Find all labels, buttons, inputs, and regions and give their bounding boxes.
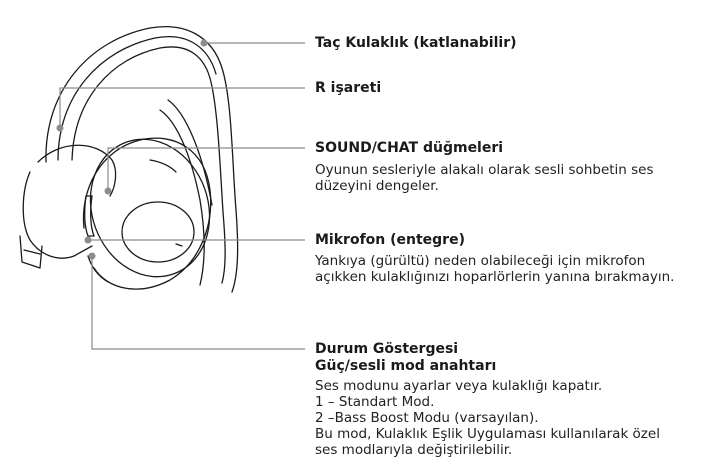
sound-chat-desc-line-1: Oyunun sesleriyle alakalı olarak sesli s… [315, 162, 654, 178]
dot-sound-chat [104, 187, 112, 195]
status-label: Durum Göstergesi [315, 341, 459, 357]
power-mode-switch-label: Güç/sesli mod anahtarı [315, 358, 497, 374]
right-earcup-cushion [89, 138, 211, 278]
dot-r-mark [56, 124, 64, 132]
mic-label: Mikrofon (entegre) [315, 232, 465, 248]
mic-desc-line-2: açıkken kulaklığınızı hoparlörlerin yanı… [315, 269, 675, 285]
status-desc-line-4: Bu mod, Kulaklık Eşlik Uygulaması kullan… [315, 426, 660, 442]
dot-crown [200, 39, 208, 47]
status-desc-line-1: Ses modunu ayarlar veya kulaklığı kapatı… [315, 378, 603, 394]
status-desc-line-3: 2 –Bass Boost Modu (varsayılan). [315, 410, 539, 426]
headband-inner [71, 46, 226, 284]
sound-chat-label: SOUND/CHAT düğmeleri [315, 140, 504, 156]
leader-status [91, 256, 305, 350]
dot-status [88, 252, 96, 260]
mic-desc-line-1: Yankıya (gürültü) neden olabileceği için… [315, 253, 646, 269]
left-earcup [22, 171, 93, 259]
dot-mic [84, 236, 92, 244]
leader-r-mark [59, 87, 305, 128]
r-mark-label: R işareti [315, 80, 382, 96]
headband-outer [45, 26, 239, 293]
sound-chat-desc-line-2: düzeyini dengeler. [315, 178, 439, 194]
leader-sound-chat [107, 147, 305, 191]
crown-label: Taç Kulaklık (katlanabilir) [315, 35, 517, 51]
status-desc-line-5: ses modlarıyla değiştirilebilir. [315, 442, 513, 458]
status-desc-line-2: 1 – Standart Mod. [315, 394, 435, 410]
right-earcup-shell [82, 137, 212, 290]
